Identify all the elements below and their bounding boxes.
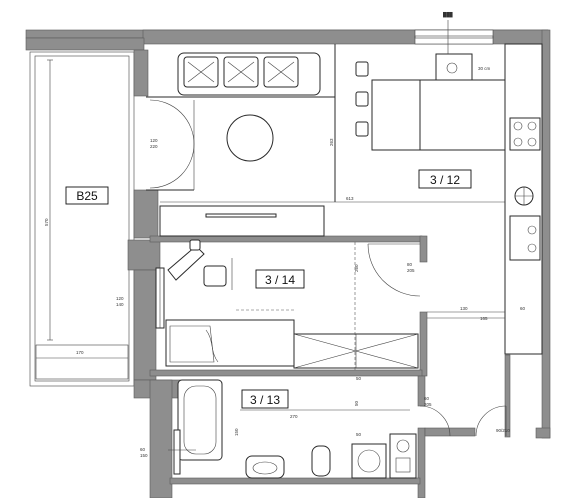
dim-bath-vert: 150 <box>234 428 239 436</box>
dim-bath-small-b: 50 <box>356 432 362 437</box>
room-label-bathroom: 3 / 13 <box>250 393 280 407</box>
toilet <box>311 445 331 477</box>
hall-area: 130 165 60 90/210 <box>427 306 526 437</box>
dim-balcony-bottom: 170 <box>76 350 84 355</box>
bathtub <box>177 379 223 461</box>
dim-bath-small-a: 50 <box>356 376 362 381</box>
dim-hall-b: 165 <box>480 316 488 321</box>
balcony-area: B25 570 170 <box>35 59 129 380</box>
walls <box>25 29 551 498</box>
dim-bath-door-w: 60 <box>424 396 430 401</box>
dim-living-width: 613 <box>346 196 354 201</box>
room-label-balcony: B25 <box>76 189 98 203</box>
dim-hall-door-h: 220 <box>150 144 158 149</box>
dim-bath-door-h: 205 <box>424 402 432 407</box>
room-label-bedroom: 3 / 14 <box>265 273 295 287</box>
dim-bedroom-window-w: 120 <box>116 296 124 301</box>
bathroom-area: 60 150 150 270 50 60 205 50 50 3 / 13 <box>140 376 451 479</box>
dim-bath-window-h: 150 <box>140 453 148 458</box>
round-table <box>226 114 274 162</box>
dim-balcony-side: 570 <box>44 218 49 226</box>
dim-bath-window-w: 60 <box>140 447 146 452</box>
bedroom-area: 120 140 80 205 260 3 / 14 <box>116 239 421 370</box>
dim-bath-width: 270 <box>290 414 298 419</box>
bed <box>165 319 295 367</box>
wardrobe <box>159 205 325 237</box>
dim-bedroom-door-h: 205 <box>407 268 415 273</box>
stove <box>509 117 541 151</box>
stool <box>355 61 369 77</box>
washer <box>351 443 387 479</box>
kitchen-sink <box>435 53 473 81</box>
svg-text:30 cm: 30 cm <box>478 66 491 71</box>
dim-bedroom-side: 260 <box>354 264 359 272</box>
chair <box>203 265 227 287</box>
bath-sink <box>245 455 285 479</box>
dim-top-window: ███ <box>443 11 453 18</box>
dim-hall-c: 60 <box>520 306 526 311</box>
room-label-living: 3 / 12 <box>430 173 460 187</box>
dim-entry-door: 90/210 <box>496 428 510 433</box>
dim-living-wall-h: 263 <box>329 138 334 146</box>
dim-hall-a: 130 <box>460 306 468 311</box>
living-area: 120 220 263 613 30 cm ███ 3 / 1 <box>146 11 543 355</box>
dim-hall-door-w: 120 <box>150 138 158 143</box>
dim-bedroom-door-w: 80 <box>407 262 413 267</box>
dim-bedroom-window-h: 140 <box>116 302 124 307</box>
desk <box>167 245 205 281</box>
dim-bath-side: 50 <box>354 400 359 406</box>
